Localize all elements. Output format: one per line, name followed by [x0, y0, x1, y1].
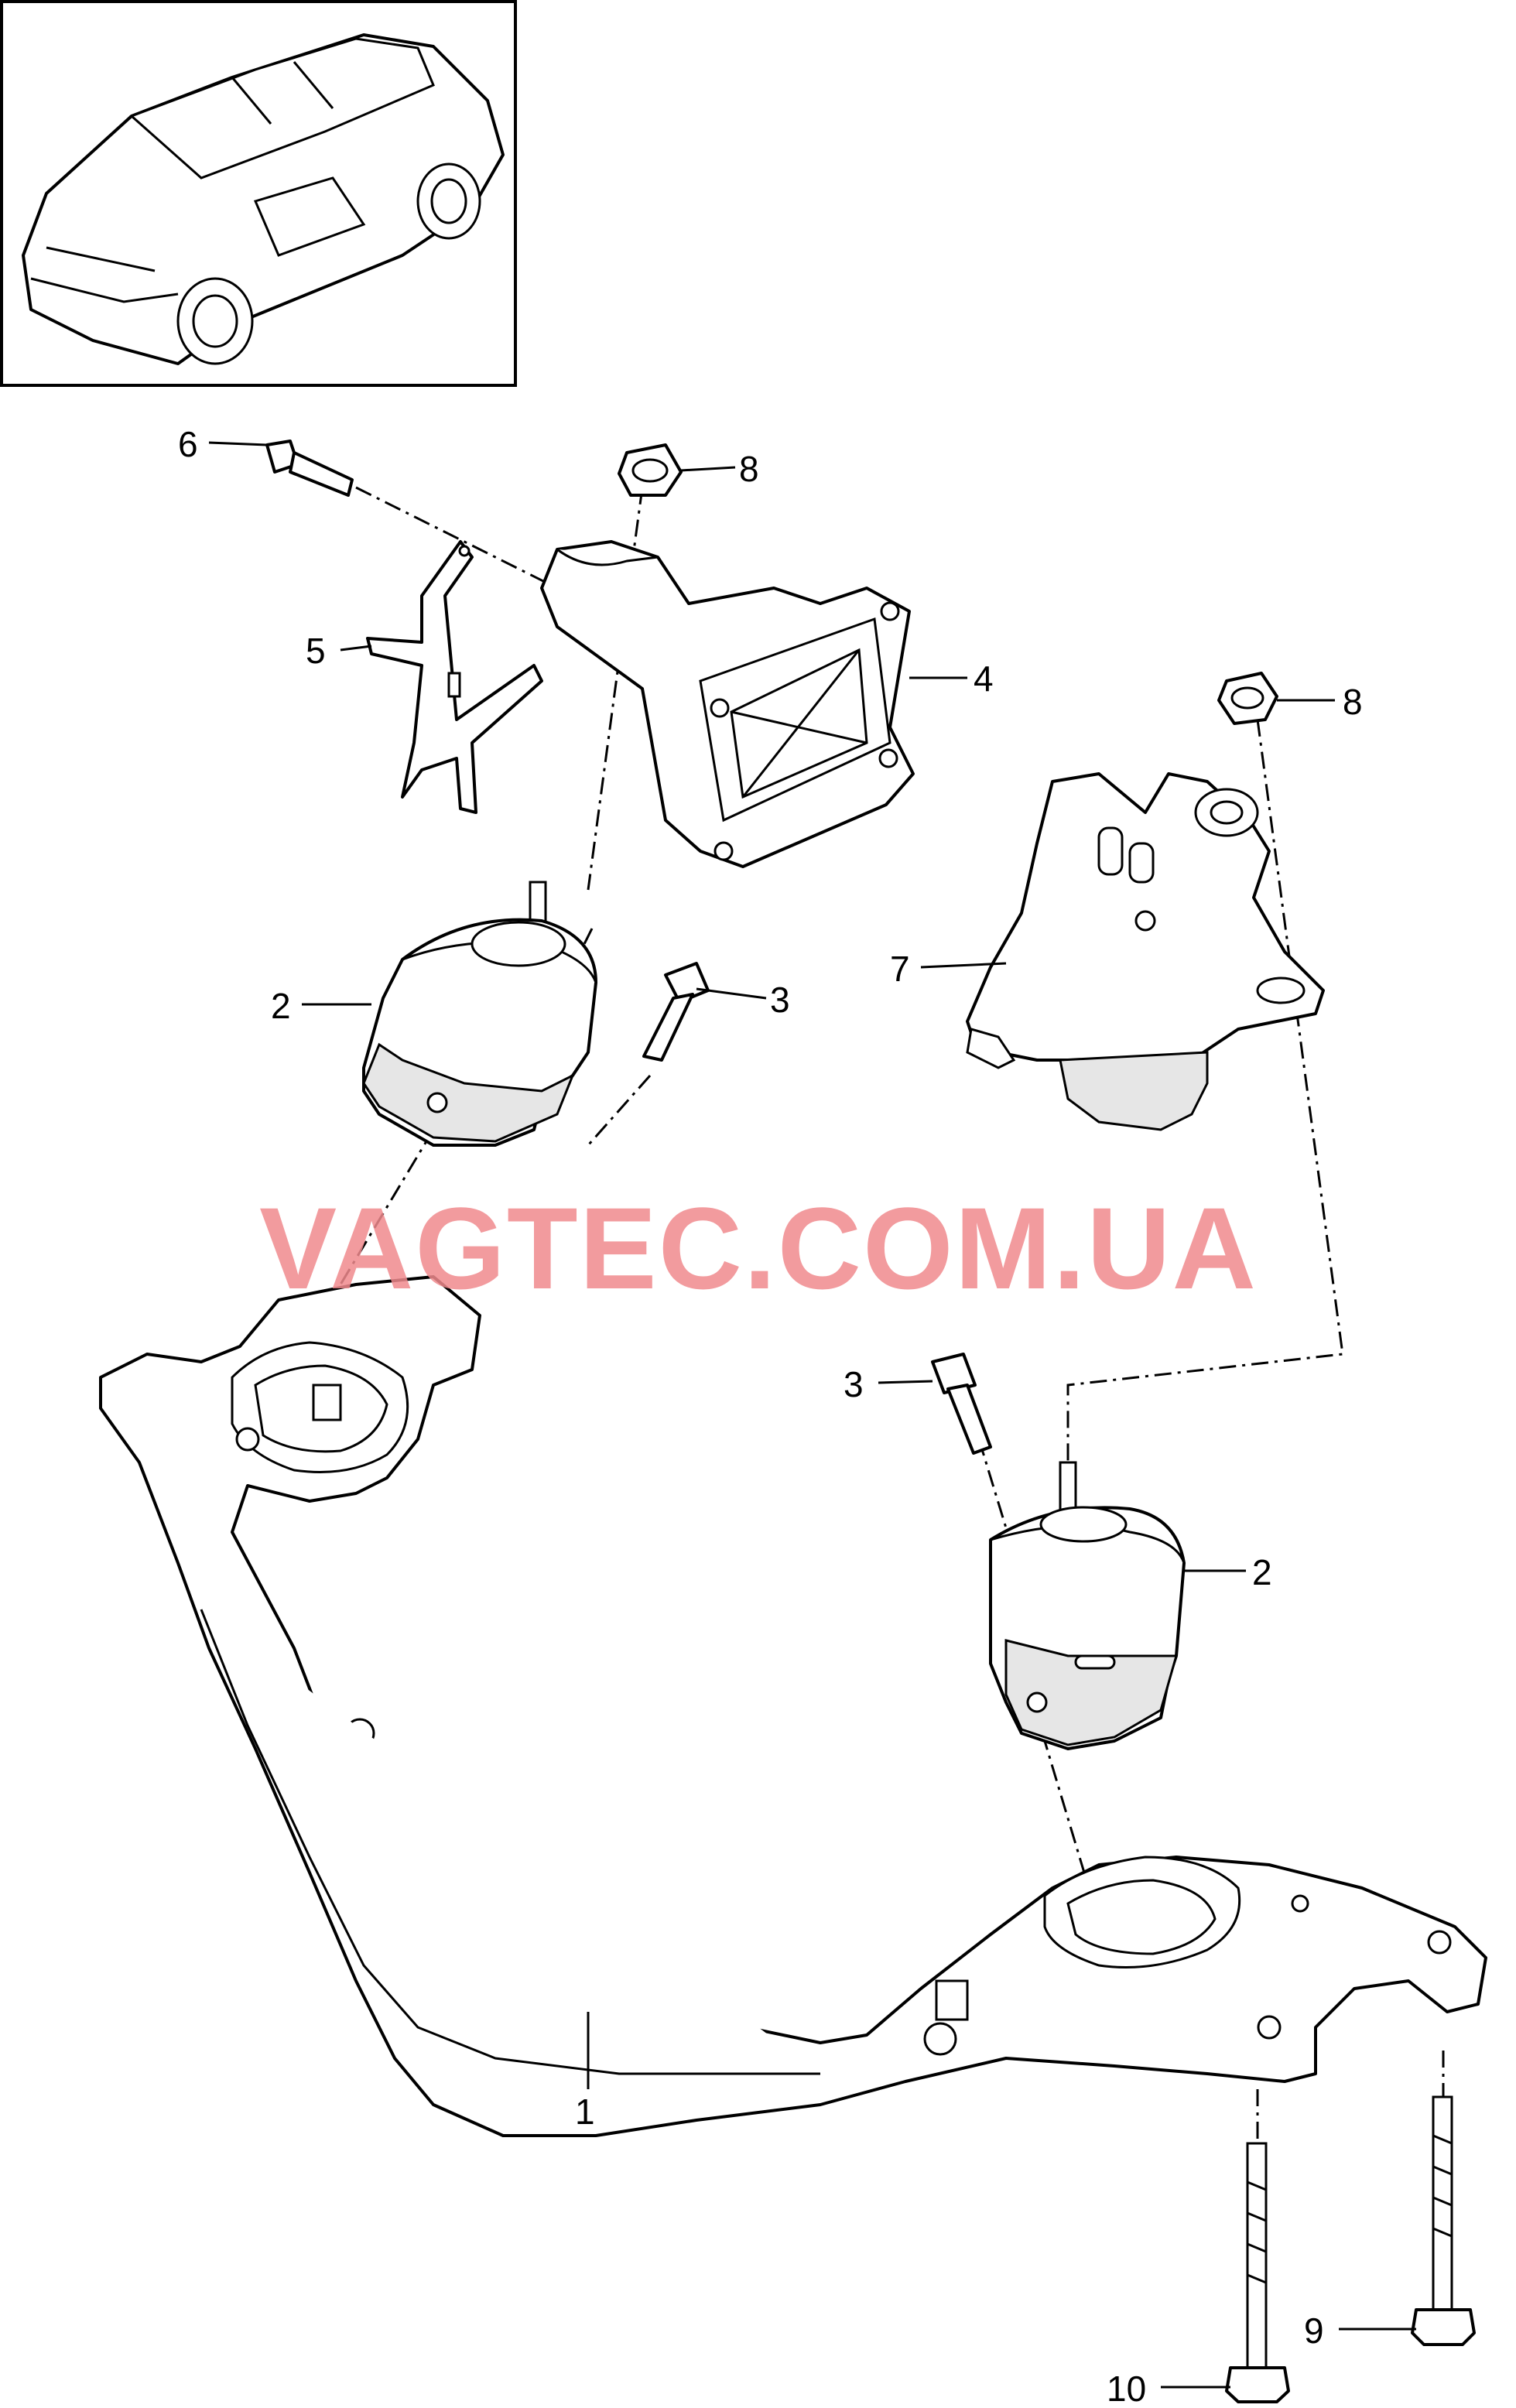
callouts: 6 8 5 4 8 7 2 3 3 2 1 9 10: [178, 424, 1363, 2408]
callout-8-right[interactable]: 8: [1343, 682, 1363, 722]
part-2-engine-mount-left[interactable]: [362, 881, 597, 1147]
car-thumbnail[interactable]: [0, 0, 517, 387]
part-7-engine-bracket[interactable]: [966, 772, 1325, 1131]
callout-3-left[interactable]: 3: [770, 980, 790, 1020]
callout-10[interactable]: 10: [1107, 2369, 1146, 2408]
part-8-nut-right[interactable]: [1217, 672, 1278, 725]
callout-1[interactable]: 1: [575, 2092, 595, 2132]
part-6-bolt[interactable]: [265, 440, 354, 497]
part-5-bracket[interactable]: [366, 540, 543, 814]
watermark: VAGTEC.COM.UA: [259, 1183, 1258, 1313]
part-10-bolt[interactable]: [1225, 2142, 1290, 2403]
callout-5[interactable]: 5: [306, 631, 326, 671]
car-thumbnail-icon: [22, 33, 505, 365]
callout-2-right[interactable]: 2: [1252, 1552, 1272, 1592]
callout-6[interactable]: 6: [178, 424, 198, 464]
part-2-engine-mount-right[interactable]: [989, 1461, 1186, 1750]
callout-7[interactable]: 7: [890, 949, 910, 989]
callout-leaders: [208, 441, 1416, 2389]
part-1-subframe[interactable]: [99, 1275, 1487, 2137]
callout-9[interactable]: 9: [1304, 2311, 1324, 2351]
callout-3-right[interactable]: 3: [844, 1364, 864, 1404]
part-3-bolt-left[interactable]: [642, 962, 710, 1062]
part-9-bolt[interactable]: [1411, 2095, 1476, 2346]
part-3-bolt-right[interactable]: [931, 1353, 992, 1455]
callout-2-left[interactable]: 2: [271, 986, 291, 1026]
part-4-engine-bracket[interactable]: [540, 540, 915, 868]
callout-4[interactable]: 4: [974, 658, 994, 699]
callout-8-top[interactable]: 8: [739, 449, 759, 489]
part-8-nut-top[interactable]: [618, 443, 683, 497]
